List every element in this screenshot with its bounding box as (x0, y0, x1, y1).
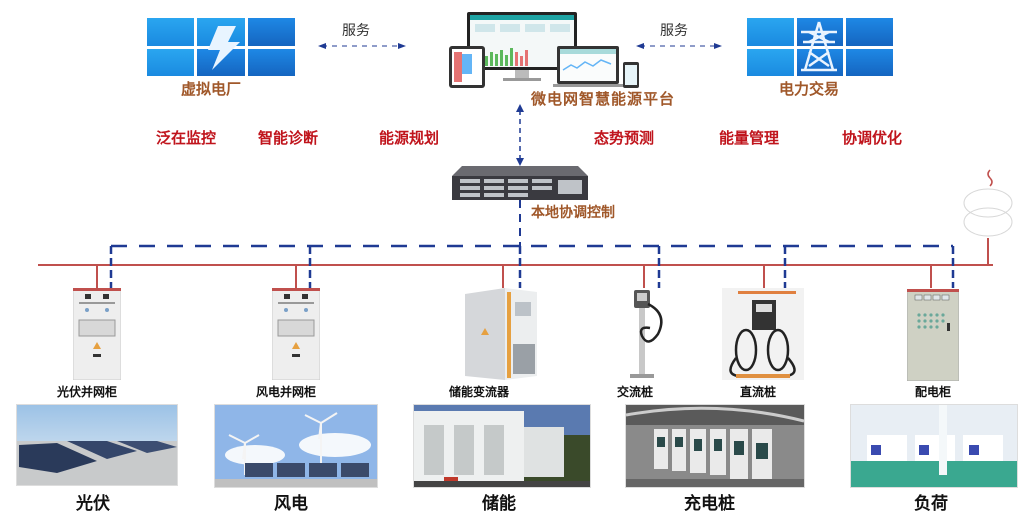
category-label-storage: 储能 (482, 494, 516, 514)
solar-panels-photo (16, 404, 178, 486)
lightning-icon (208, 26, 240, 70)
device-label-ac-charger: 交流桩 (617, 385, 654, 399)
device-label-distribution-cabinet: 配电柜 (915, 385, 952, 399)
platform-label: 微电网智慧能源平台 (531, 90, 676, 108)
service-label-right: 服务 (660, 23, 688, 39)
virtual-power-plant-label: 虚拟电厂 (181, 80, 242, 98)
function-intelligent-diagnosis: 智能诊断 (258, 129, 319, 147)
local-controller-icon (452, 166, 588, 200)
power-trading-label: 电力交易 (779, 80, 840, 98)
device-label-wind-cabinet: 风电并网柜 (256, 385, 317, 399)
pcs-inverter-icon (465, 288, 537, 380)
factory-load-photo (850, 404, 1018, 488)
function-energy-planning: 能源规划 (379, 129, 440, 147)
ac-charger-icon (630, 290, 663, 378)
multi-device-dashboard-icon (449, 12, 639, 88)
virtual-power-plant-tile (147, 18, 295, 76)
function-ubiquitous-monitoring: 泛在监控 (156, 129, 217, 147)
category-label-wind: 风电 (274, 494, 308, 514)
service-label-left: 服务 (342, 23, 370, 39)
transmission-tower-icon (801, 21, 837, 72)
charging-station-photo (625, 404, 805, 488)
wind-turbines-photo (214, 404, 378, 488)
function-energy-management: 能量管理 (719, 129, 780, 147)
dc-charger-icon (722, 288, 804, 380)
distribution-cabinet-icon (907, 289, 959, 381)
device-drops (96, 246, 955, 288)
function-situation-forecast: 态势预测 (594, 129, 655, 147)
category-label-pv: 光伏 (76, 494, 110, 514)
device-label-pcs: 储能变流器 (449, 385, 510, 399)
device-label-dc-charger: 直流桩 (740, 385, 777, 399)
grid-cabinet-icon-pv (73, 288, 121, 380)
local-controller-label: 本地协调控制 (531, 205, 615, 221)
arrow-down (516, 158, 524, 166)
function-coordinated-optimization: 协调优化 (842, 129, 903, 147)
category-label-load: 负荷 (914, 494, 948, 514)
transformer-icon (963, 169, 1013, 265)
arrow-up (516, 104, 524, 112)
grid-cabinet-icon-wind (272, 288, 320, 380)
category-label-charging: 充电桩 (684, 494, 735, 514)
device-label-pv-cabinet: 光伏并网柜 (57, 385, 118, 399)
energy-storage-containers-photo (413, 404, 591, 488)
